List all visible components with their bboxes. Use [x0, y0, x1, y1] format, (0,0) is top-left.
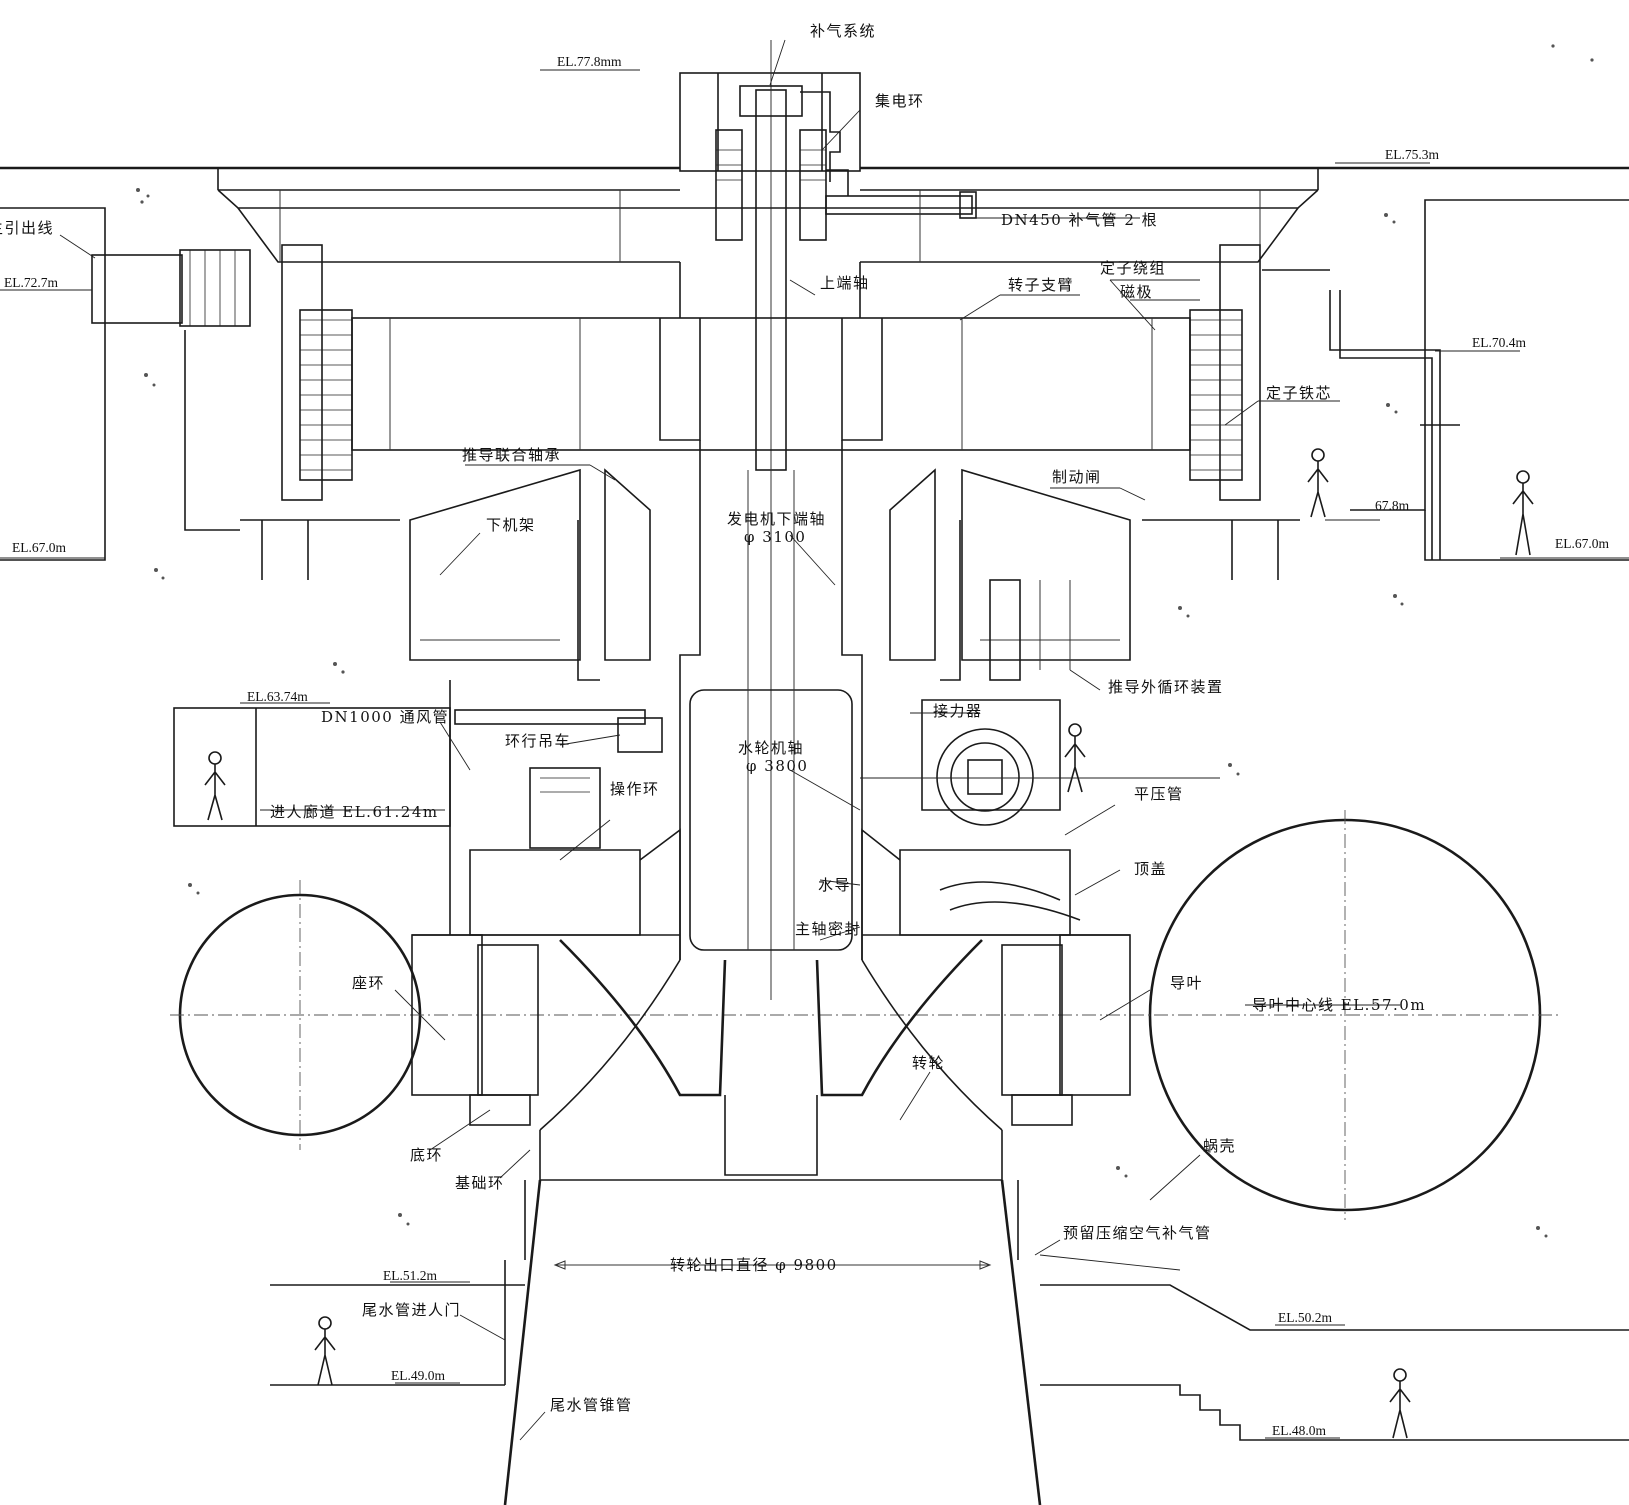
label-turbine-shaft-dia: φ 3800: [746, 757, 808, 775]
label-dn1000: DN1000 通风管: [321, 708, 449, 726]
human-figure-servo: [1064, 723, 1086, 793]
label-access-gallery: 进人廊道 EL.61.24m: [270, 803, 439, 821]
top-deck: [0, 166, 1629, 263]
label-collector-ring: 集电环: [875, 92, 925, 110]
label-compressed-air: 预留压缩空气补气管: [1063, 1224, 1212, 1242]
label-servomotor: 接力器: [933, 702, 983, 720]
label-head-cover: 顶盖: [1134, 860, 1167, 878]
left-wall: [0, 207, 251, 561]
label-draft-cone: 尾水管锥管: [550, 1396, 633, 1414]
stator-winding-right-hatch: [1190, 319, 1242, 471]
label-gen-shaft-dia: φ 3100: [744, 528, 806, 546]
label-thrust-guide-bearing: 推导联合轴承: [462, 446, 561, 464]
label-magnetic-pole: 磁极: [1120, 283, 1153, 301]
label-external-circ: 推导外循环装置: [1108, 678, 1224, 696]
labels: 补气系统 EL.77.8mm 集电环 EL.75.3m DN450 补气管 2 …: [0, 22, 1609, 1438]
label-gen-shaft: 发电机下端轴: [727, 510, 826, 528]
label-shaft-seal: 主轴密封: [795, 920, 861, 938]
label-stay-ring: 座环: [352, 974, 385, 992]
label-turbine-shaft: 水轮机轴: [738, 739, 804, 757]
label-el-77-8: EL.77.8mm: [557, 54, 622, 69]
label-brake: 制动闸: [1052, 468, 1102, 486]
concrete-texture: [136, 44, 1594, 1238]
label-el-67-8: 67.8m: [1375, 498, 1410, 513]
draft-tube: [270, 1179, 1629, 1505]
stator-winding-left-hatch: [300, 319, 352, 471]
label-balance-pipe: 平压管: [1134, 785, 1184, 803]
human-figure-lower-right: [1389, 1368, 1411, 1439]
label-guide-vane-center: 导叶中心线 EL.57.0m: [1252, 996, 1426, 1014]
label-bottom-ring: 底环: [410, 1146, 443, 1164]
label-el-72-7: EL.72.7m: [4, 275, 58, 290]
human-figure-right-wall: [1512, 470, 1534, 556]
label-stator-winding: 定子绕组: [1100, 259, 1166, 277]
stay-ring: [411, 934, 1131, 1126]
label-el-48-0: EL.48.0m: [1272, 1423, 1326, 1438]
top-housing: [679, 40, 977, 1000]
label-el-49-0: EL.49.0m: [391, 1368, 445, 1383]
label-dn450: DN450 补气管 2 根: [1001, 211, 1158, 229]
label-el-50-2: EL.50.2m: [1278, 1310, 1332, 1325]
human-figure-draft-door: [314, 1316, 336, 1386]
runner: [539, 939, 1003, 1181]
label-stator-core: 定子铁芯: [1266, 384, 1332, 402]
label-el-70-4: EL.70.4m: [1472, 335, 1526, 350]
label-foundation-ring: 基础环: [455, 1174, 505, 1192]
left-gallery: [173, 680, 663, 935]
generator: [240, 244, 1300, 580]
label-runner: 转轮: [912, 1054, 945, 1072]
label-spiral-case: 蜗壳: [1203, 1137, 1236, 1155]
label-el-51-2: EL.51.2m: [383, 1268, 437, 1283]
label-el-67-0-right: EL.67.0m: [1555, 536, 1609, 551]
label-el-75-3: EL.75.3m: [1385, 147, 1439, 162]
label-upper-shaft: 上端轴: [820, 274, 870, 292]
label-water-guide: 水导: [818, 876, 851, 894]
label-operating-ring: 操作环: [610, 780, 660, 798]
label-guide-vane: 导叶: [1170, 974, 1203, 992]
label-lead-out: 主引出线: [0, 219, 54, 237]
human-figure-gallery: [204, 751, 226, 821]
label-el-63-74: EL.63.74m: [247, 689, 308, 704]
label-rotor-arm: 转子支臂: [1008, 276, 1074, 294]
main-shaft: [679, 440, 863, 960]
leader-lines: [0, 39, 1629, 1441]
label-lower-bracket: 下机架: [486, 516, 536, 534]
spiral-case: [170, 810, 1560, 1220]
label-ring-crane: 环行吊车: [505, 732, 571, 750]
label-el-67-0-left: EL.67.0m: [12, 540, 66, 555]
right-wall: [1262, 199, 1629, 561]
human-figure-right-upper: [1307, 448, 1329, 518]
label-runner-outlet: 转轮出口直径 φ 9800: [670, 1256, 838, 1274]
lower-bracket: [409, 468, 1131, 681]
servomotor: [921, 579, 1071, 826]
label-draft-door: 尾水管进人门: [362, 1301, 461, 1319]
label-air-supply-system: 补气系统: [810, 22, 876, 40]
